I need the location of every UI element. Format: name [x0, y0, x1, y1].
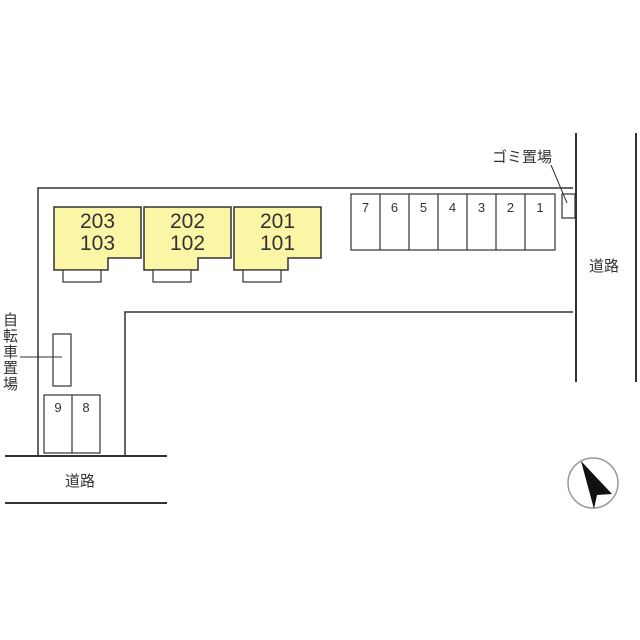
parking-slot-9: 9 — [54, 400, 62, 415]
garbage-area — [561, 193, 576, 219]
parking-slot-5: 5 — [419, 200, 428, 215]
unit-label-203-103: 203 103 — [54, 211, 141, 255]
unit-number-upper: 202 — [169, 210, 206, 233]
garbage-area-label: ゴミ置場 — [492, 148, 553, 166]
bicycle-area — [52, 333, 72, 387]
unit-number-upper: 203 — [79, 210, 116, 233]
unit-step — [152, 269, 192, 283]
parking-slot-1: 1 — [536, 200, 544, 215]
unit-label-202-102: 202 102 — [144, 211, 231, 255]
property-boundary — [37, 187, 573, 456]
parking-slot-3: 3 — [477, 200, 486, 215]
unit-202-102 — [143, 206, 232, 271]
parking-slot-8: 8 — [82, 400, 90, 415]
unit-step — [62, 269, 102, 283]
unit-201-101 — [233, 206, 322, 271]
north-arrow-icon — [567, 457, 619, 509]
unit-number-lower: 103 — [79, 232, 116, 255]
unit-label-201-101: 201 101 — [234, 211, 321, 255]
unit-number-lower: 102 — [169, 232, 206, 255]
parking-area-top — [350, 193, 556, 251]
parking-slot-2: 2 — [506, 200, 515, 215]
parking-slot-7: 7 — [361, 200, 370, 215]
parking-slot-6: 6 — [390, 200, 399, 215]
property-inner-boundary — [124, 311, 573, 456]
road-south-label: 道路 — [65, 472, 96, 490]
unit-number-lower: 101 — [259, 232, 296, 255]
unit-step — [242, 269, 282, 283]
road-east-label: 道路 — [589, 257, 620, 275]
garbage-leader-line — [550, 164, 568, 204]
unit-203-103 — [53, 206, 142, 271]
bicycle-area-label: 自転車置場 — [1, 312, 19, 392]
unit-number-upper: 201 — [259, 210, 296, 233]
parking-slot-4: 4 — [448, 200, 457, 215]
